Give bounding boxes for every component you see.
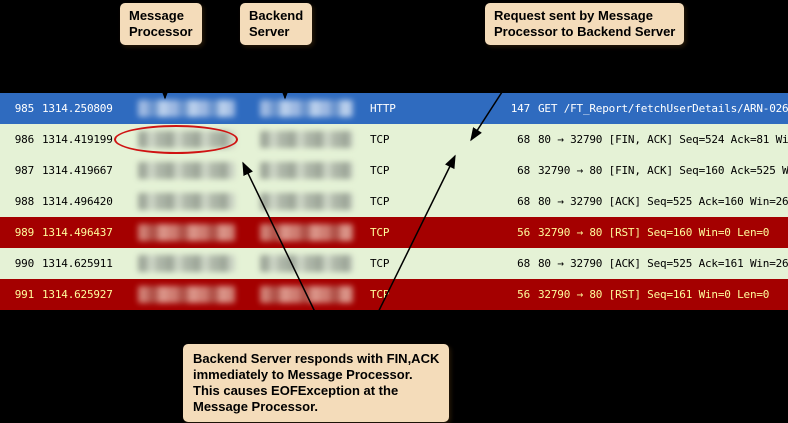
packet-row-988[interactable]: 988 1314.496420 TCP 68 80 → 32790 [ACK] Seq=… [0,186,788,217]
packet-number: 988 [14,195,34,208]
blurred-source-address [138,162,235,179]
packet-destination [254,255,370,272]
blurred-destination-address [260,286,353,303]
callout-line: Message [129,8,184,23]
packet-info: 32790 → 80 [FIN, ACK] Seq=160 Ack=525 Wi… [538,164,788,177]
packet-source [130,224,254,241]
packet-protocol: TCP [370,288,390,301]
packet-rows: 985 1314.250809 HTTP 147 GET /FT_Report/fetc… [0,93,788,310]
blurred-source-address [138,224,235,241]
callout-finack-explanation: Backend Server responds with FIN,ACK imm… [183,344,450,422]
packet-row-985[interactable]: 985 1314.250809 HTTP 147 GET /FT_Report/fetc… [0,93,788,124]
packet-number: 987 [14,164,34,177]
packet-row-989[interactable]: 989 1314.496437 TCP 56 32790 → 80 [RST] Seq=… [0,217,788,248]
packet-protocol: TCP [370,226,390,239]
callout-line: Request sent by Message [494,8,653,23]
packet-info: 32790 → 80 [RST] Seq=160 Win=0 Len=0 [538,226,770,239]
blurred-source-address [138,193,235,210]
callout-line: Server [249,24,290,39]
packet-source [130,286,254,303]
blurred-source-address [138,100,235,117]
packet-source [130,193,254,210]
callout-line: Processor [129,24,193,39]
callout-line: immediately to Message Processor. [193,367,413,382]
blurred-destination-address [260,255,353,272]
packet-protocol: HTTP [370,102,396,115]
packet-time: 1314.419667 [42,164,113,177]
packet-destination [254,224,370,241]
packet-time: 1314.250809 [42,102,113,115]
callout-backend-server: Backend Server [240,3,313,45]
blurred-destination-address [260,162,353,179]
packet-destination [254,193,370,210]
packet-time: 1314.419199 [42,133,113,146]
blurred-destination-address [260,193,353,210]
callout-message-processor: Message Processor [120,3,202,45]
packet-info: 32790 → 80 [RST] Seq=161 Win=0 Len=0 [538,288,770,301]
packet-time: 1314.625911 [42,257,113,270]
blurred-source-address [138,255,235,272]
packet-info: GET /FT_Report/fetchUserDetails/ARN-0262… [538,102,788,115]
packet-destination [254,162,370,179]
packet-protocol: TCP [370,257,390,270]
packet-length: 68 [517,133,530,146]
packet-source [130,162,254,179]
blurred-destination-address [260,224,353,241]
blurred-source-address [138,286,235,303]
packet-info: 80 → 32790 [FIN, ACK] Seq=524 Ack=81 Win… [538,133,788,146]
packet-row-987[interactable]: 987 1314.419667 TCP 68 32790 → 80 [FIN, ACK]… [0,155,788,186]
packet-protocol: TCP [370,195,390,208]
packet-info: 80 → 32790 [ACK] Seq=525 Ack=160 Win=268… [538,195,788,208]
packet-row-986[interactable]: 986 1314.419199 TCP 68 80 → 32790 [FIN, ACK]… [0,124,788,155]
packet-row-990[interactable]: 990 1314.625911 TCP 68 80 → 32790 [ACK] Seq=… [0,248,788,279]
packet-time: 1314.625927 [42,288,113,301]
callout-request-note: Request sent by Message Processor to Bac… [485,3,685,45]
callout-line: This causes EOFException at the [193,383,399,398]
packet-destination [254,100,370,117]
packet-destination [254,286,370,303]
packet-row-991[interactable]: 991 1314.625927 TCP 56 32790 → 80 [RST] Seq=… [0,279,788,310]
packet-source [130,100,254,117]
packet-length: 56 [517,288,530,301]
callout-line: Backend Server responds with FIN,ACK [193,351,440,366]
callout-line: Message Processor. [193,399,319,414]
packet-destination [254,131,370,148]
blurred-destination-address [260,131,353,148]
packet-length: 68 [517,195,530,208]
packet-length: 147 [510,102,530,115]
packet-number: 989 [14,226,34,239]
packet-protocol: TCP [370,164,390,177]
packet-number: 990 [14,257,34,270]
packet-number: 986 [14,133,34,146]
packet-number: 991 [14,288,34,301]
packet-length: 56 [517,226,530,239]
packet-number: 985 [14,102,34,115]
packet-source [130,255,254,272]
packet-time: 1314.496437 [42,226,113,239]
callout-line: Processor to Backend Server [494,24,676,39]
packet-list: 985 1314.250809 HTTP 147 GET /FT_Report/fetc… [0,93,788,310]
highlight-ellipse-source-986 [114,125,238,154]
packet-length: 68 [517,257,530,270]
packet-protocol: TCP [370,133,390,146]
blurred-destination-address [260,100,353,117]
packet-time: 1314.496420 [42,195,113,208]
packet-length: 68 [517,164,530,177]
callout-line: Backend [249,8,304,23]
packet-info: 80 → 32790 [ACK] Seq=525 Ack=161 Win=268… [538,257,788,270]
